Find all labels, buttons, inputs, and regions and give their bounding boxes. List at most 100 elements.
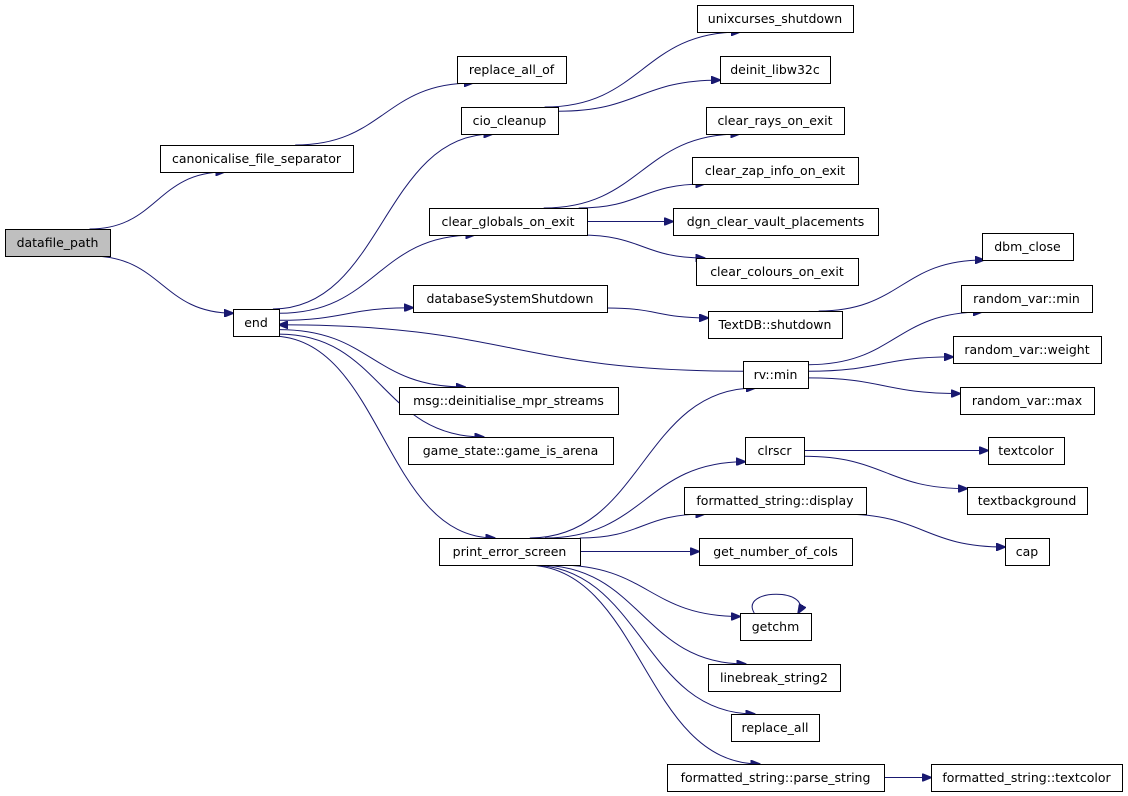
node-label: dbm_close — [994, 239, 1061, 254]
node-box[interactable] — [982, 233, 1074, 261]
node-deinit_libw32c[interactable]: deinit_libw32c — [720, 56, 831, 84]
node-box[interactable] — [960, 387, 1095, 415]
node-label: getchm — [752, 619, 800, 634]
node-clrscr[interactable]: clrscr — [745, 437, 805, 465]
node-textcolor[interactable]: textcolor — [988, 437, 1065, 465]
node-box[interactable] — [413, 285, 608, 313]
node-box[interactable] — [708, 664, 841, 692]
node-box[interactable] — [439, 538, 581, 566]
node-label: game_state::game_is_arena — [423, 443, 599, 458]
node-label: databaseSystemShutdown — [427, 291, 594, 306]
node-box[interactable] — [233, 309, 280, 337]
node-box[interactable] — [697, 5, 854, 33]
node-box[interactable] — [931, 764, 1123, 792]
node-box[interactable] — [1005, 538, 1050, 566]
node-get_number_of_cols[interactable]: get_number_of_cols — [699, 538, 853, 566]
node-label: textbackground — [978, 493, 1077, 508]
edge-rv_min-to-random_var_max — [807, 377, 960, 394]
node-box[interactable] — [953, 336, 1102, 364]
node-box[interactable] — [667, 764, 885, 792]
edge-print_error_screen-to-clrscr — [544, 462, 745, 539]
node-box[interactable] — [461, 107, 559, 135]
edge-cio_cleanup-to-deinit_libw32c — [557, 80, 720, 112]
node-getchm[interactable]: getchm — [740, 613, 812, 641]
node-box[interactable] — [988, 437, 1065, 465]
node-dgn_clear_vault_placements[interactable]: dgn_clear_vault_placements — [673, 208, 879, 236]
node-box[interactable] — [706, 107, 845, 135]
edges-layer — [89, 32, 1006, 778]
node-label: TextDB::shutdown — [718, 317, 832, 332]
node-box[interactable] — [720, 56, 831, 84]
node-label: replace_all — [741, 720, 808, 735]
node-formatted_string_textcolor[interactable]: formatted_string::textcolor — [931, 764, 1123, 792]
node-box[interactable] — [743, 361, 809, 389]
node-cap[interactable]: cap — [1005, 538, 1050, 566]
node-box[interactable] — [696, 258, 859, 286]
node-label: unixcurses_shutdown — [708, 11, 842, 26]
edge-clear_globals_on_exit-to-clear_zap_info_on_exit — [578, 184, 705, 209]
node-label: formatted_string::display — [696, 493, 854, 508]
node-box[interactable] — [5, 229, 111, 257]
node-box[interactable] — [692, 157, 859, 185]
node-clear_globals_on_exit[interactable]: clear_globals_on_exit — [429, 208, 588, 236]
node-label: deinit_libw32c — [730, 62, 820, 77]
edge-clear_globals_on_exit-to-clear_colours_on_exit — [580, 234, 705, 258]
node-box[interactable] — [399, 387, 619, 415]
node-box[interactable] — [684, 487, 867, 515]
node-box[interactable] — [740, 613, 812, 641]
node-end[interactable]: end — [233, 309, 280, 337]
node-dbm_close[interactable]: dbm_close — [982, 233, 1074, 261]
node-random_var_weight[interactable]: random_var::weight — [953, 336, 1102, 364]
node-box[interactable] — [731, 714, 820, 742]
edge-TextDB_shutdown-to-dbm_close — [818, 260, 984, 312]
node-label: textcolor — [998, 443, 1054, 458]
node-clear_colours_on_exit[interactable]: clear_colours_on_exit — [696, 258, 859, 286]
node-box[interactable] — [429, 208, 588, 236]
node-linebreak_string2[interactable]: linebreak_string2 — [708, 664, 841, 692]
node-box[interactable] — [745, 437, 805, 465]
node-label: linebreak_string2 — [720, 670, 828, 685]
node-clear_zap_info_on_exit[interactable]: clear_zap_info_on_exit — [692, 157, 859, 185]
node-TextDB_shutdown[interactable]: TextDB::shutdown — [708, 311, 843, 339]
node-box[interactable] — [457, 56, 567, 84]
node-box[interactable] — [699, 538, 853, 566]
node-replace_all_of[interactable]: replace_all_of — [457, 56, 567, 84]
node-random_var_min[interactable]: random_var::min — [961, 285, 1093, 313]
node-label: dgn_clear_vault_placements — [687, 214, 865, 229]
node-cio_cleanup[interactable]: cio_cleanup — [461, 107, 559, 135]
node-canonicalise_file_separator[interactable]: canonicalise_file_separator — [160, 145, 354, 173]
node-textbackground[interactable]: textbackground — [967, 487, 1088, 515]
node-label: clear_zap_info_on_exit — [705, 163, 845, 178]
node-unixcurses_shutdown[interactable]: unixcurses_shutdown — [697, 5, 854, 33]
edge-end-to-databaseSystemShutdown — [278, 308, 413, 321]
edge-rv_min-to-end — [279, 325, 744, 372]
node-box[interactable] — [708, 311, 843, 339]
node-random_var_max[interactable]: random_var::max — [960, 387, 1095, 415]
node-label: formatted_string::textcolor — [942, 770, 1111, 785]
node-box[interactable] — [408, 437, 614, 465]
node-msg_deinitialise_mpr_streams[interactable]: msg::deinitialise_mpr_streams — [399, 387, 619, 415]
node-box[interactable] — [967, 487, 1088, 515]
node-clear_rays_on_exit[interactable]: clear_rays_on_exit — [706, 107, 845, 135]
edge-print_error_screen-to-linebreak_string2 — [537, 564, 746, 664]
node-box[interactable] — [673, 208, 879, 236]
node-rv_min[interactable]: rv::min — [743, 361, 809, 389]
node-box[interactable] — [160, 145, 354, 173]
node-databaseSystemShutdown[interactable]: databaseSystemShutdown — [413, 285, 608, 313]
edge-rv_min-to-random_var_min — [807, 312, 982, 366]
node-formatted_string_parse_string[interactable]: formatted_string::parse_string — [667, 764, 885, 792]
node-print_error_screen[interactable]: print_error_screen — [439, 538, 581, 566]
edge-datafile_path-to-canonicalise_file_separator — [89, 172, 225, 230]
node-label: random_var::weight — [964, 342, 1089, 357]
node-box[interactable] — [961, 285, 1093, 313]
node-replace_all[interactable]: replace_all — [731, 714, 820, 742]
node-label: formatted_string::parse_string — [681, 770, 871, 785]
node-label: clear_rays_on_exit — [717, 113, 832, 128]
node-label: cap — [1016, 544, 1039, 559]
node-label: datafile_path — [17, 235, 99, 250]
edge-print_error_screen-to-formatted_string_parse_string — [525, 564, 759, 764]
node-formatted_string_display[interactable]: formatted_string::display — [684, 487, 867, 515]
node-datafile_path[interactable]: datafile_path — [5, 229, 111, 257]
node-game_state_game_is_arena[interactable]: game_state::game_is_arena — [408, 437, 614, 465]
